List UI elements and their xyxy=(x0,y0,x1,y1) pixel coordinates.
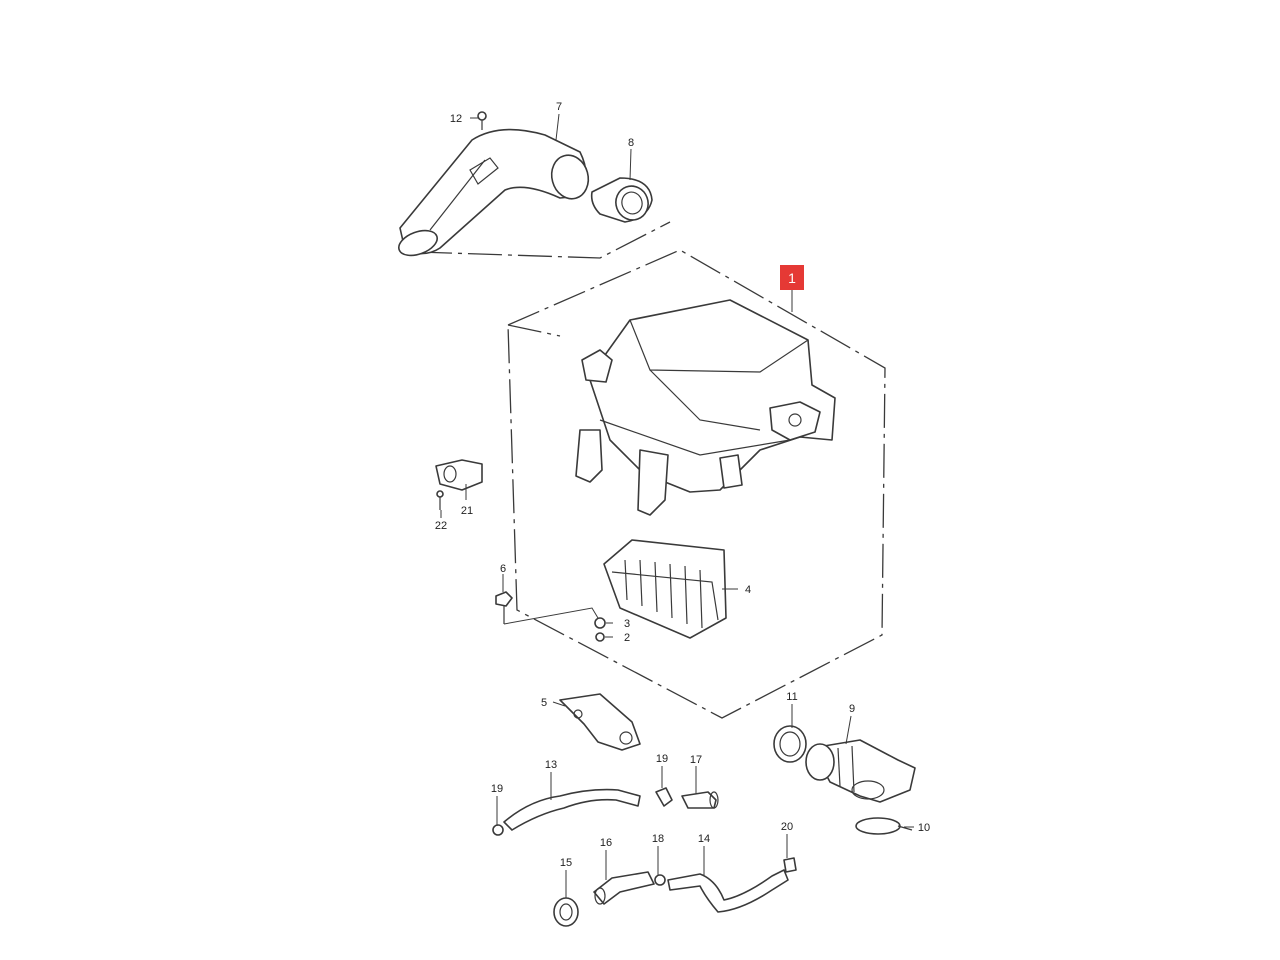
assembly-outline xyxy=(417,221,886,719)
callout-13[interactable]: 13 xyxy=(545,759,557,771)
connector-17[interactable] xyxy=(681,791,719,809)
clamp-11[interactable] xyxy=(773,725,807,763)
highlight-label: 1 xyxy=(788,270,796,286)
filter-element[interactable] xyxy=(603,539,727,639)
intake-duct[interactable] xyxy=(395,128,593,261)
hose-13[interactable] xyxy=(503,788,641,831)
callout-8[interactable]: 8 xyxy=(628,137,634,149)
screw-22[interactable] xyxy=(436,490,444,510)
bolt-6[interactable] xyxy=(495,591,513,624)
callout-5[interactable]: 5 xyxy=(541,697,547,709)
bracket-21[interactable] xyxy=(435,459,483,491)
callout-21[interactable]: 21 xyxy=(461,505,473,517)
callout-18[interactable]: 18 xyxy=(652,833,664,845)
callout-6[interactable]: 6 xyxy=(500,563,506,575)
callout-4[interactable]: 4 xyxy=(745,584,751,596)
outlet-hose-9[interactable] xyxy=(805,739,916,803)
callout-19-left[interactable]: 19 xyxy=(491,783,503,795)
part-1-highlight[interactable]: 1 xyxy=(780,265,804,290)
hose-14[interactable] xyxy=(667,869,789,913)
callout-17[interactable]: 17 xyxy=(690,754,702,766)
callout-10[interactable]: 10 xyxy=(918,822,930,834)
bracket-5[interactable] xyxy=(559,693,641,751)
clip-20[interactable] xyxy=(783,857,797,873)
callout-7[interactable]: 7 xyxy=(556,101,562,113)
callout-22[interactable]: 22 xyxy=(435,520,447,532)
callout-14[interactable]: 14 xyxy=(698,833,710,845)
callout-19-right[interactable]: 19 xyxy=(656,753,668,765)
callout-labels: 7 12 8 4 6 3 2 21 22 5 11 9 10 13 19 19 … xyxy=(435,101,930,869)
clip-18[interactable] xyxy=(654,874,666,886)
grommet-15[interactable] xyxy=(553,897,579,927)
callout-9[interactable]: 9 xyxy=(849,703,855,715)
callout-15[interactable]: 15 xyxy=(560,857,572,869)
leader-lines xyxy=(440,113,914,898)
callout-11[interactable]: 11 xyxy=(786,691,797,703)
connector-16[interactable] xyxy=(593,871,655,905)
callout-20[interactable]: 20 xyxy=(781,821,793,833)
clip-19a[interactable] xyxy=(492,824,504,836)
bolt-12[interactable] xyxy=(477,111,487,130)
nut-3[interactable] xyxy=(594,617,606,629)
callout-3[interactable]: 3 xyxy=(624,618,630,630)
callout-12[interactable]: 12 xyxy=(450,113,462,125)
callout-2[interactable]: 2 xyxy=(624,632,630,644)
clamp-10[interactable] xyxy=(855,817,913,835)
highlight-box xyxy=(780,265,804,290)
callout-16[interactable]: 16 xyxy=(600,837,612,849)
hose-coupling[interactable] xyxy=(590,177,653,224)
washer-2[interactable] xyxy=(595,632,605,642)
air-cleaner-case[interactable] xyxy=(575,299,836,516)
clip-19b[interactable] xyxy=(655,787,673,807)
